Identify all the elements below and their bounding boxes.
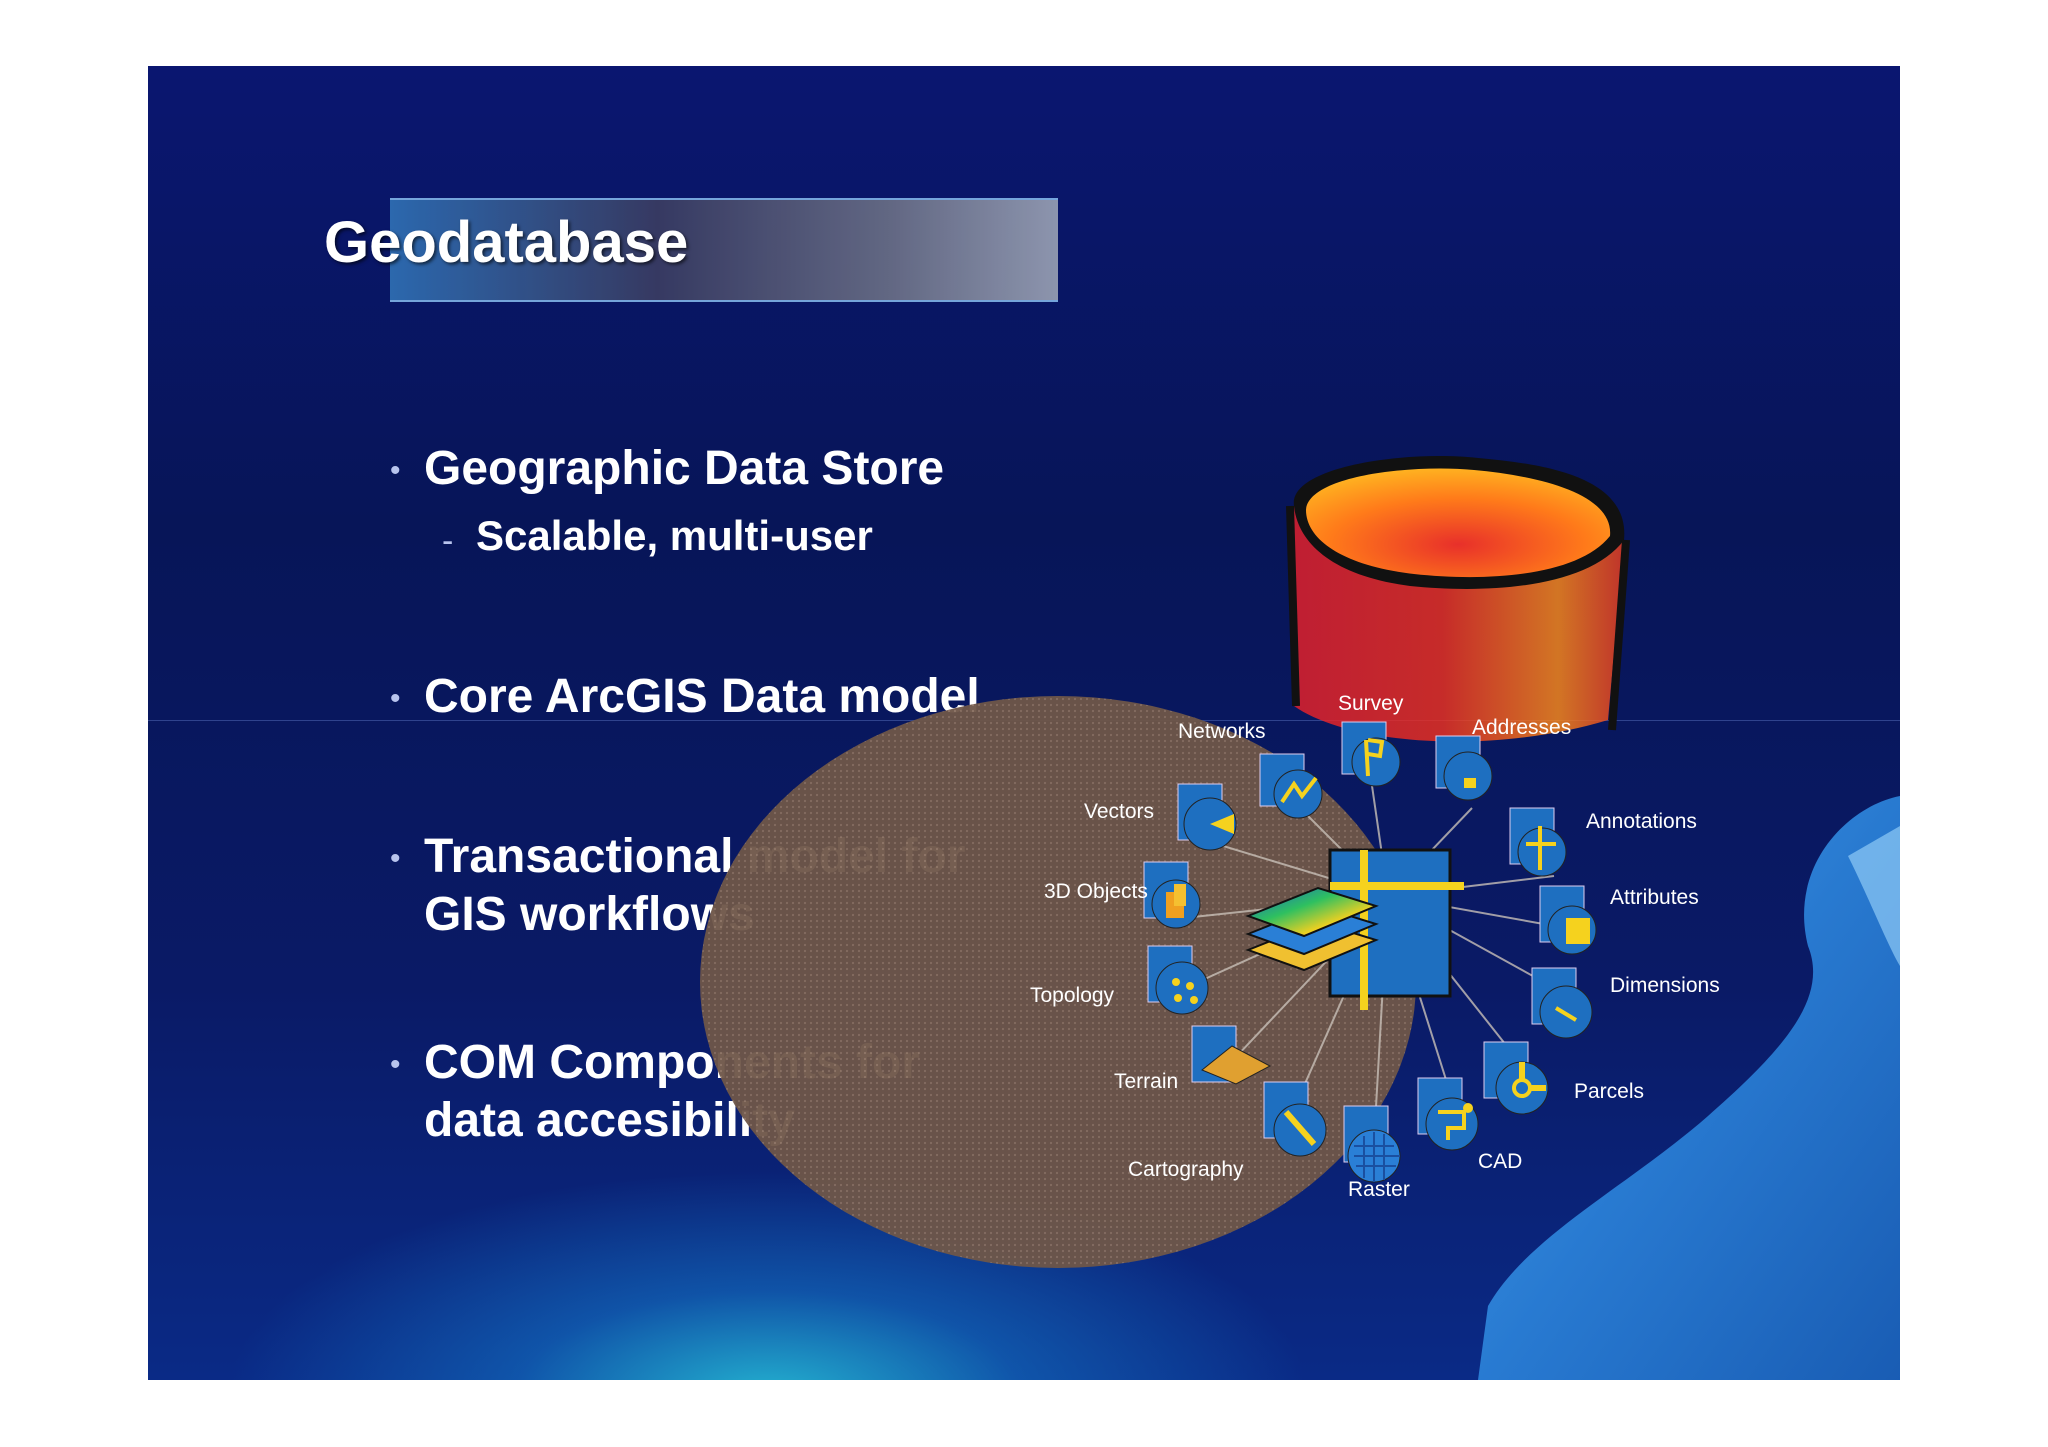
bullet-geographic-data-store: Geographic Data Store	[424, 442, 945, 495]
label-raster: Raster	[1348, 1178, 1410, 1201]
label-vectors: Vectors	[1084, 800, 1154, 823]
bullet-core-arcgis: Core ArcGIS Data model	[424, 670, 980, 723]
icon-raster	[1343, 1105, 1401, 1183]
label-3d-objects: 3D Objects	[1044, 880, 1148, 903]
title-banner	[390, 198, 1058, 302]
data-model-disc	[700, 696, 1416, 1268]
label-cartography: Cartography	[1128, 1158, 1244, 1181]
icon-addresses	[1435, 735, 1493, 801]
sub-bullet-marker: -	[442, 522, 454, 560]
label-terrain: Terrain	[1114, 1070, 1178, 1093]
label-survey: Survey	[1338, 692, 1404, 715]
label-attributes: Attributes	[1610, 886, 1699, 909]
layer-stack-icon	[1245, 886, 1379, 972]
icon-dimensions	[1531, 967, 1593, 1039]
label-cad: CAD	[1478, 1150, 1522, 1173]
icon-networks	[1259, 753, 1323, 819]
geodatabase-diagram: Survey Networks Addresses Vectors Annota…	[700, 456, 1900, 1380]
label-networks: Networks	[1178, 720, 1266, 743]
icon-terrain	[1191, 1025, 1272, 1085]
label-topology: Topology	[1030, 984, 1115, 1007]
icon-cartography	[1263, 1081, 1327, 1157]
icon-3d-objects	[1143, 861, 1201, 929]
wave-highlight	[1848, 826, 1900, 966]
bullet-marker: •	[390, 454, 401, 487]
bullet-marker: •	[390, 682, 401, 715]
label-addresses: Addresses	[1472, 716, 1571, 739]
icon-vectors	[1177, 783, 1237, 851]
icon-topology	[1147, 945, 1209, 1015]
icon-annotations	[1509, 807, 1567, 877]
icon-cad	[1417, 1077, 1479, 1151]
icon-attributes	[1539, 885, 1597, 955]
slide-title: Geodatabase	[324, 210, 689, 275]
slide: Geodatabase • Geographic Data Store - Sc…	[148, 66, 1900, 1380]
label-parcels: Parcels	[1574, 1080, 1644, 1103]
database-cylinder-icon	[1286, 456, 1630, 742]
label-dimensions: Dimensions	[1610, 974, 1720, 997]
label-annotations: Annotations	[1586, 810, 1697, 833]
wave-shape	[1478, 796, 1900, 1380]
icon-parcels	[1483, 1041, 1549, 1115]
sub-bullet-scalable: Scalable, multi-user	[476, 512, 873, 559]
icon-survey	[1341, 721, 1401, 787]
bullet-marker: •	[390, 842, 401, 875]
bullet-marker: •	[390, 1048, 401, 1081]
